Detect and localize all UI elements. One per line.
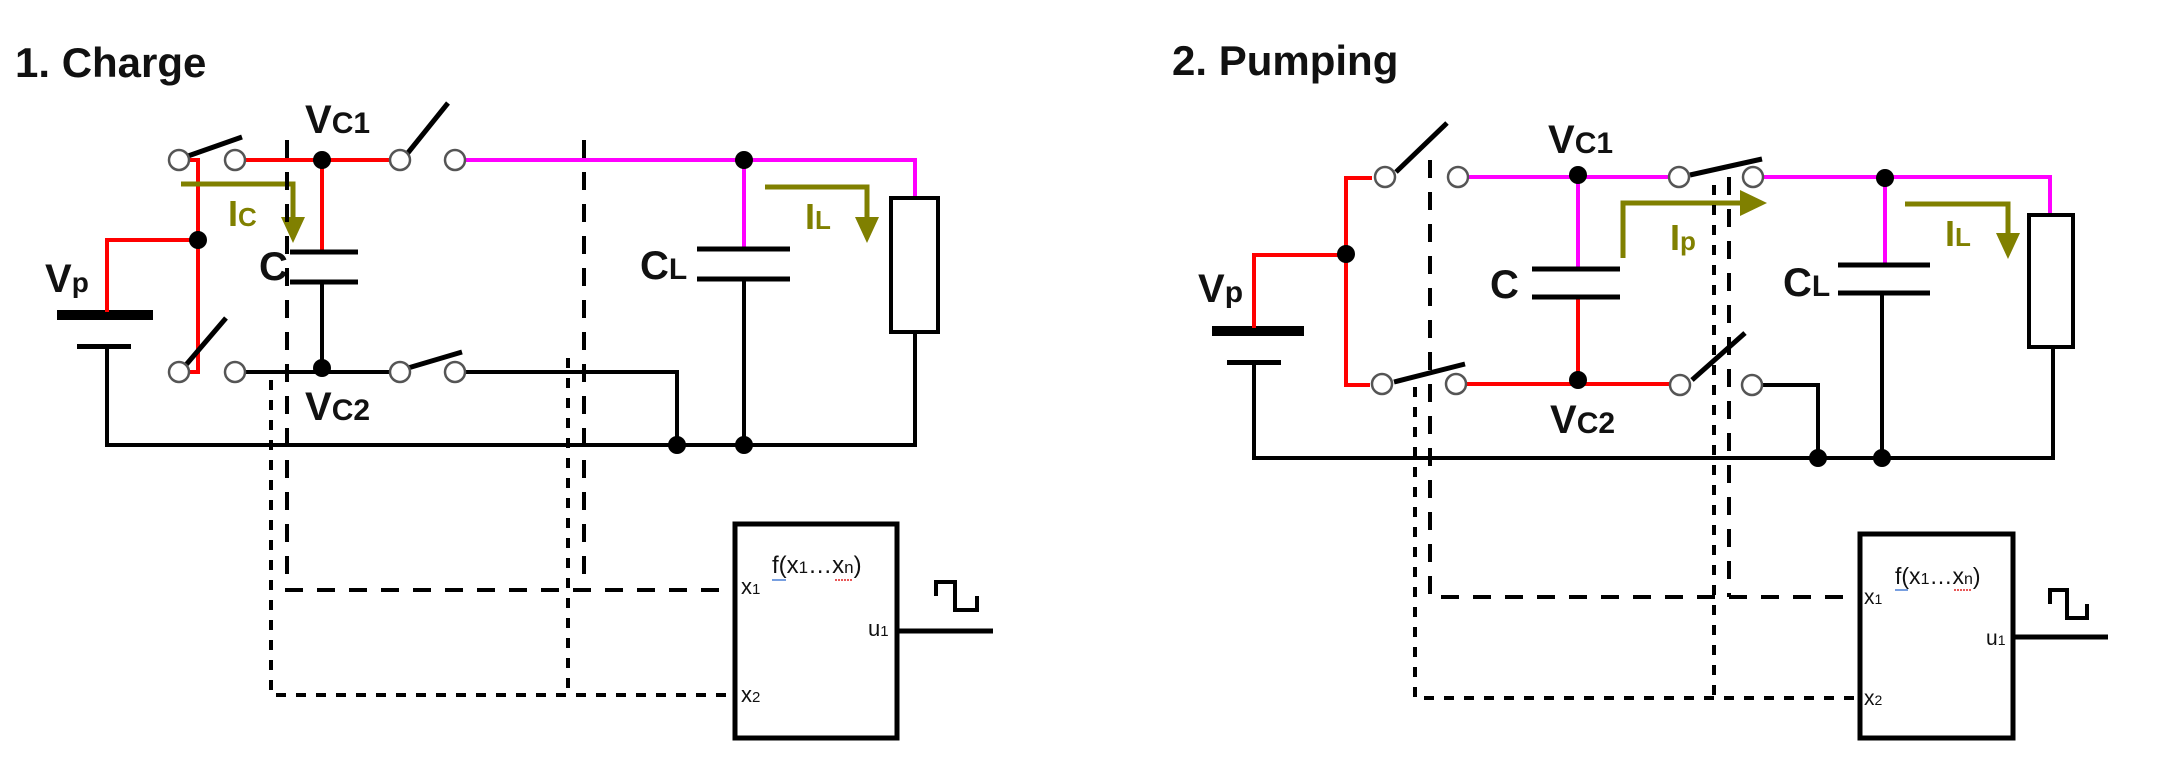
battery-short-plate bbox=[77, 344, 131, 349]
switch-terminal bbox=[1668, 373, 1692, 397]
switch-blades bbox=[183, 101, 463, 371]
control-line-x1 bbox=[1428, 160, 1857, 599]
switch-s4-blade bbox=[1690, 331, 1747, 382]
switch-terminal bbox=[443, 148, 467, 172]
switch-terminal bbox=[1740, 373, 1764, 397]
load-resistor bbox=[2027, 213, 2075, 349]
label-cl: CL bbox=[640, 244, 687, 288]
switch-terminal bbox=[167, 360, 191, 384]
current-arrow-il bbox=[1905, 201, 2020, 259]
switch-terminal bbox=[223, 360, 247, 384]
controller-function: f(x1…xn) bbox=[772, 552, 862, 579]
control-line-x2 bbox=[1413, 185, 1857, 700]
control-line-x2 bbox=[269, 358, 734, 697]
diagram-title: 1. Charge bbox=[15, 39, 206, 86]
junction-dot bbox=[735, 436, 753, 454]
pumping-phase-diagram: 2. Pumping Vp bbox=[1172, 37, 2108, 741]
controller-input-x1: x1 bbox=[741, 574, 760, 599]
switch-terminal bbox=[1667, 165, 1691, 189]
label-ic: IC bbox=[228, 193, 257, 234]
capacitor-cl bbox=[1838, 262, 1930, 296]
controller-input-x1: x1 bbox=[1864, 586, 1883, 609]
switch-s1-blade bbox=[187, 134, 243, 159]
switch-terminal bbox=[388, 148, 412, 172]
switch-s4-blade bbox=[407, 349, 463, 371]
label-vp: Vp bbox=[45, 257, 89, 301]
square-wave-icon bbox=[2048, 588, 2089, 620]
switch-s1-blade bbox=[1394, 121, 1449, 174]
junction-dot bbox=[189, 231, 207, 249]
switch-terminal bbox=[1373, 165, 1397, 189]
switch-terminal bbox=[443, 360, 467, 384]
label-vc1: VC1 bbox=[1548, 118, 1613, 162]
battery-long-plate bbox=[57, 310, 153, 320]
control-line-x1 bbox=[285, 140, 734, 592]
label-ip: Ip bbox=[1670, 217, 1696, 258]
current-arrow-ip bbox=[1620, 190, 1767, 258]
switch-s2-blade bbox=[1393, 361, 1466, 385]
junction-dot bbox=[1337, 245, 1355, 263]
charge-path-wires bbox=[105, 158, 392, 374]
black-wires bbox=[1252, 295, 2055, 460]
controller-function: f(x1…xn) bbox=[1895, 563, 1981, 589]
label-il: IL bbox=[1945, 213, 1971, 254]
junction-dot-vc1 bbox=[1569, 166, 1587, 184]
black-wires bbox=[105, 279, 917, 447]
label-cl: CL bbox=[1783, 261, 1830, 305]
junction-dot-vc1 bbox=[313, 151, 331, 169]
label-c: C bbox=[259, 245, 288, 289]
current-arrow-ic bbox=[181, 181, 305, 243]
square-wave-icon bbox=[934, 580, 979, 612]
battery-vp bbox=[1212, 326, 1304, 365]
switch-blades bbox=[1393, 121, 1763, 385]
capacitor-c bbox=[1532, 266, 1620, 300]
diagram-title: 2. Pumping bbox=[1172, 37, 1398, 84]
controller-block bbox=[732, 521, 900, 741]
switch-terminals bbox=[167, 148, 467, 384]
controller-block bbox=[1857, 531, 2016, 741]
switch-s2-blade bbox=[183, 316, 228, 368]
junction-dot bbox=[1873, 449, 1891, 467]
junction-dots bbox=[189, 151, 753, 454]
capacitor-cl bbox=[697, 246, 790, 282]
controller-output-u1: u1 bbox=[868, 616, 889, 641]
switch-terminal bbox=[1446, 165, 1470, 189]
switch-terminal bbox=[167, 148, 191, 172]
junction-dot-vc2 bbox=[1569, 371, 1587, 389]
battery-vp bbox=[57, 310, 153, 349]
junction-dots bbox=[1337, 166, 1894, 467]
junction-dot-vc2 bbox=[313, 359, 331, 377]
label-vc2: VC2 bbox=[305, 385, 370, 429]
load-resistor bbox=[889, 196, 940, 334]
switch-s3-blade bbox=[1689, 156, 1763, 178]
controller-input-x2: x2 bbox=[741, 682, 760, 707]
label-vc2: VC2 bbox=[1550, 398, 1615, 442]
junction-dot bbox=[1876, 169, 1894, 187]
capacitor-c bbox=[290, 249, 358, 285]
load-path-wires bbox=[463, 158, 917, 249]
label-c: C bbox=[1490, 263, 1519, 307]
switch-terminal bbox=[1741, 165, 1765, 189]
label-vc1: VC1 bbox=[305, 98, 370, 142]
switch-terminal bbox=[388, 360, 412, 384]
controller-input-x2: x2 bbox=[1864, 687, 1883, 710]
switch-terminal bbox=[1370, 372, 1394, 396]
junction-dot bbox=[735, 151, 753, 169]
current-arrow-il bbox=[765, 184, 879, 243]
switch-terminals bbox=[1370, 165, 1765, 397]
junction-dot bbox=[1809, 449, 1827, 467]
switch-terminal bbox=[1444, 372, 1468, 396]
label-il: IL bbox=[805, 196, 831, 237]
switch-terminal bbox=[223, 148, 247, 172]
switch-s3-blade bbox=[405, 101, 450, 156]
controller-output-u1: u1 bbox=[1986, 627, 2006, 650]
charge-phase-diagram: 1. Charge Vp bbox=[15, 39, 993, 741]
label-vp: Vp bbox=[1198, 267, 1243, 311]
junction-dot bbox=[668, 436, 686, 454]
